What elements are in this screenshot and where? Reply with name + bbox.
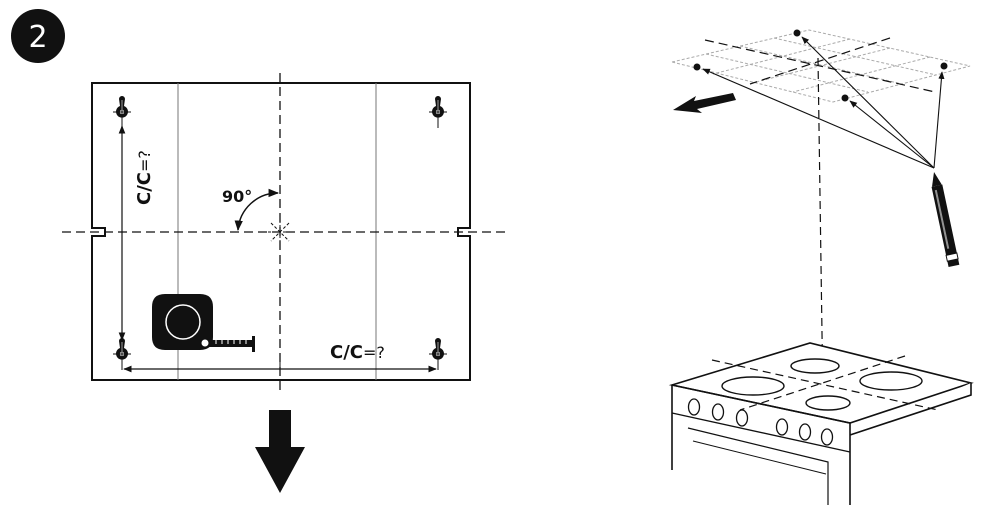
keyhole-mount-icon bbox=[112, 337, 132, 371]
plumb-line bbox=[817, 57, 824, 403]
marking-lines bbox=[702, 36, 945, 169]
down-arrow-icon bbox=[255, 410, 305, 493]
tape-measure-icon bbox=[152, 294, 255, 352]
keyhole-mount-icon bbox=[112, 95, 132, 129]
direction-arrow-icon bbox=[673, 93, 736, 113]
mounting-template: 90° C/C=? C/C=? bbox=[62, 73, 508, 392]
ceiling-grid bbox=[671, 29, 971, 103]
angle-label: 90° bbox=[222, 187, 252, 206]
step-number: 2 bbox=[28, 20, 47, 55]
pencil-icon bbox=[931, 172, 960, 268]
keyhole-mount-icon bbox=[428, 95, 448, 129]
step-badge-icon: 2 bbox=[11, 9, 65, 63]
center-mark-icon bbox=[268, 220, 292, 244]
cc-horizontal-label: C/C=? bbox=[330, 342, 385, 363]
keyhole-mount-icon bbox=[428, 337, 448, 371]
right-angle-arc bbox=[234, 188, 280, 232]
cc-vertical-label: C/C=? bbox=[134, 150, 155, 205]
cooktop-icon bbox=[668, 342, 974, 505]
cooktop-centerlines bbox=[711, 355, 939, 411]
